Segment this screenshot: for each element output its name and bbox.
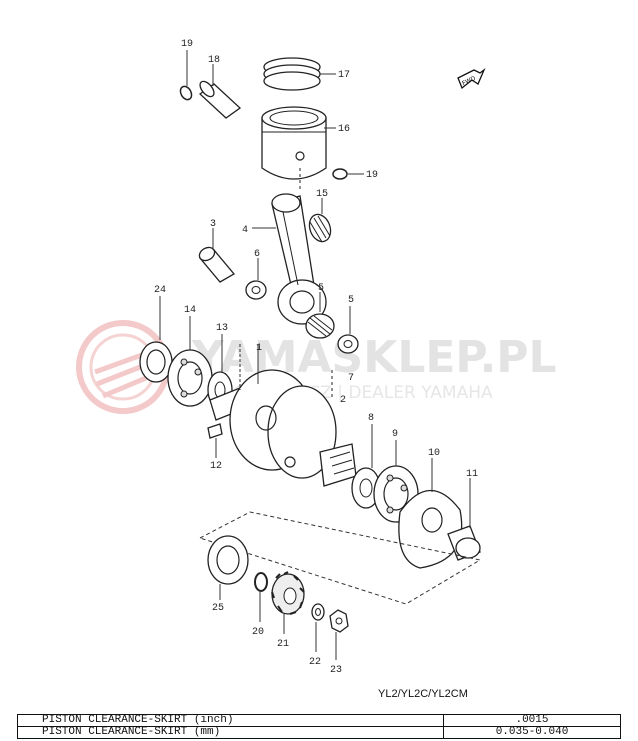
callout-5a: 5 — [318, 283, 324, 294]
spec-name: PISTON CLEARANCE-SKIRT (inch) — [17, 714, 444, 727]
spec-value: 0.035-0.040 — [443, 726, 621, 739]
woodruff-key — [207, 423, 223, 439]
oil-seal-right — [207, 535, 249, 585]
lock-washer — [311, 603, 325, 621]
spec-name: PISTON CLEARANCE-SKIRT (mm) — [17, 726, 444, 739]
callout-16: 16 — [338, 124, 350, 135]
callout-7: 7 — [348, 373, 354, 384]
spec-value: .0015 — [443, 714, 621, 727]
callout-21: 21 — [277, 639, 289, 650]
circlip-right — [332, 168, 348, 180]
front-arrow-icon: FWD — [457, 68, 486, 90]
callout-17: 17 — [338, 70, 350, 81]
callout-4: 4 — [242, 225, 248, 236]
piston-pin — [198, 80, 242, 119]
model-label: YL2/YL2C/YL2CM — [378, 688, 468, 700]
nut — [329, 609, 349, 633]
spec-row: PISTON CLEARANCE-SKIRT (inch) .0015 — [17, 714, 621, 727]
piston-rings — [263, 57, 321, 91]
callout-3: 3 — [210, 219, 216, 230]
crank-pin — [198, 246, 235, 283]
callout-10: 10 — [428, 448, 440, 459]
crankshaft-right-end — [447, 525, 481, 561]
primary-drive-gear — [271, 571, 305, 615]
connecting-rod — [271, 193, 327, 325]
callout-9: 9 — [392, 429, 398, 440]
callout-12: 12 — [210, 461, 222, 472]
o-ring — [254, 572, 268, 592]
main-bearing-left — [167, 349, 213, 407]
callout-18: 18 — [208, 55, 220, 66]
crank-half-right — [398, 489, 463, 569]
spec-table: PISTON CLEARANCE-SKIRT (inch) .0015 PIST… — [17, 714, 621, 739]
callout-15: 15 — [316, 189, 328, 200]
circlip-left — [179, 85, 193, 101]
small-end-bearing — [308, 213, 332, 243]
callout-19a: 19 — [181, 39, 193, 50]
callout-14: 14 — [184, 305, 196, 316]
watermark-title: YAMASKLEP.PL — [191, 332, 557, 383]
thrust-washer-left — [245, 280, 267, 300]
callout-5b: 5 — [348, 295, 354, 306]
callout-6: 6 — [254, 249, 260, 260]
callout-1: 1 — [256, 343, 262, 354]
oil-seal-left — [139, 341, 173, 383]
callout-25: 25 — [212, 603, 224, 614]
callout-23: 23 — [330, 665, 342, 676]
piston — [261, 106, 327, 180]
callout-2: 2 — [340, 395, 346, 406]
callout-20: 20 — [252, 627, 264, 638]
callout-24: 24 — [154, 285, 166, 296]
callout-22: 22 — [309, 657, 321, 668]
spec-row: PISTON CLEARANCE-SKIRT (mm) 0.035-0.040 — [17, 726, 621, 739]
big-end-bearing — [305, 313, 335, 339]
crankshaft — [209, 369, 357, 487]
callout-11: 11 — [466, 469, 478, 480]
callout-19b: 19 — [366, 170, 378, 181]
callout-13: 13 — [216, 323, 228, 334]
callout-8: 8 — [368, 413, 374, 424]
thrust-washer-right — [337, 334, 359, 354]
